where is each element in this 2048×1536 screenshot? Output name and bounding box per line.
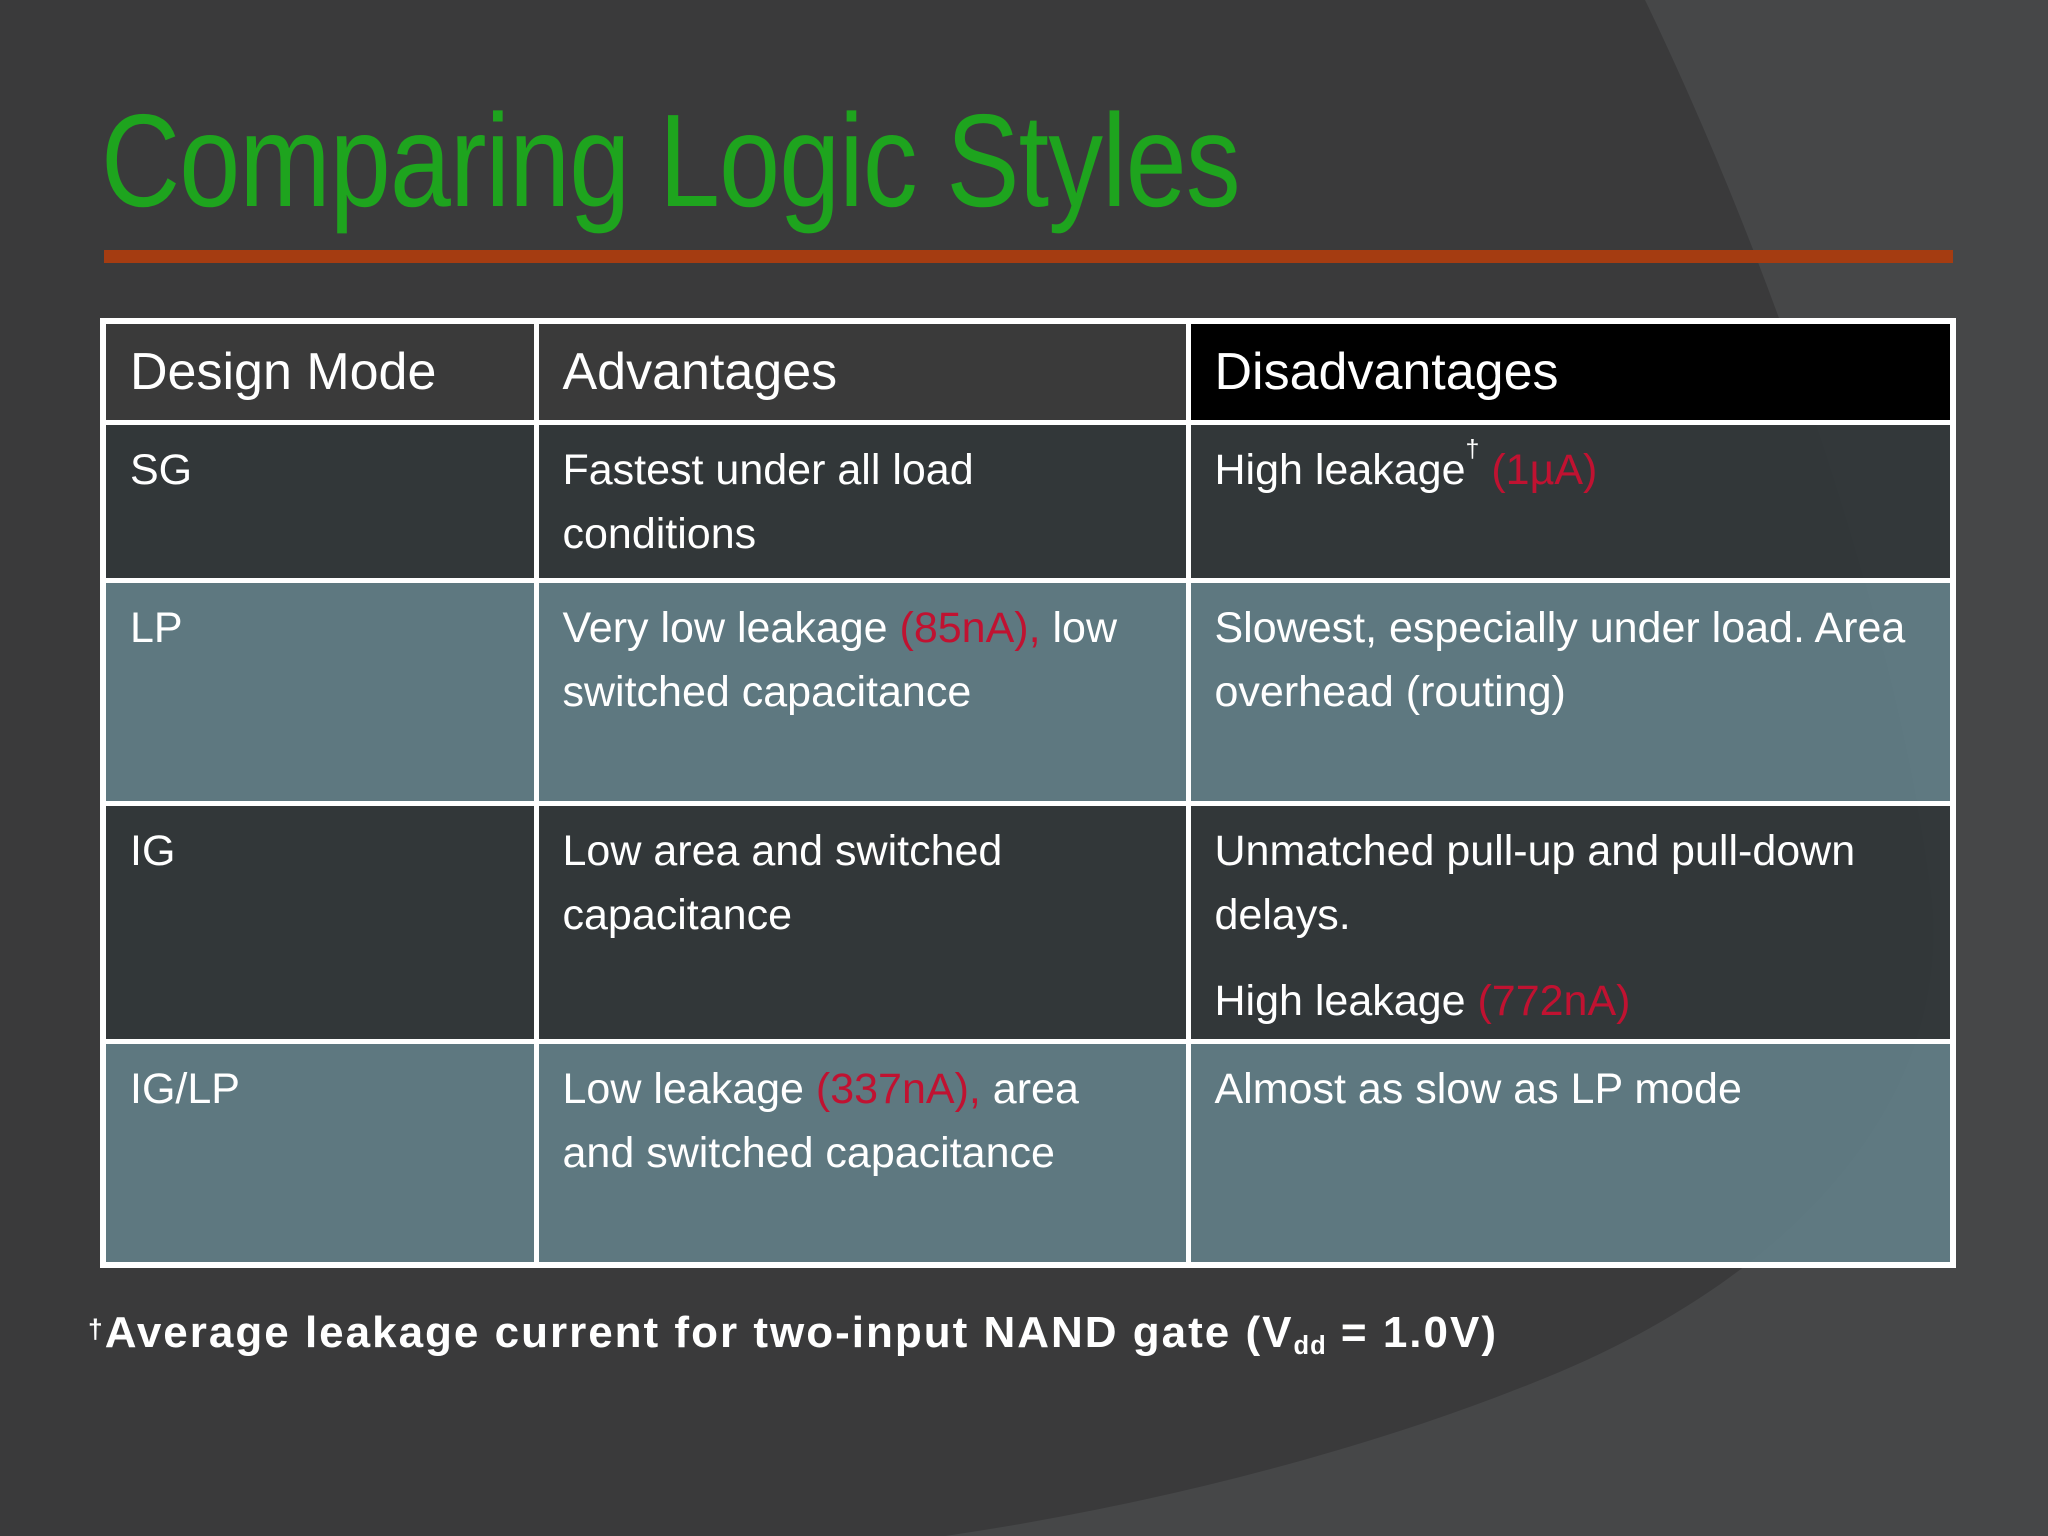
dis-text: High leakage	[1214, 446, 1466, 494]
cell-advantages-sg: Fastest under all load conditions	[533, 420, 1191, 583]
adv-value-red: (85nA),	[899, 603, 1041, 652]
table-header-row: Design Mode Advantages Disadvantages	[100, 318, 1956, 425]
cell-mode-ig: IG	[100, 801, 539, 1044]
cell-advantages-iglp: Low leakage (337nA), area and switched c…	[533, 1038, 1191, 1268]
table-row-ig: IG Low area and switched capacitance Unm…	[100, 801, 1956, 1044]
header-disadvantages: Disadvantages	[1185, 318, 1956, 425]
adv-text: Very low leakage	[562, 603, 900, 652]
cell-mode-iglp: IG/LP	[100, 1038, 539, 1268]
cell-disadvantages-sg: High leakage† (1µA)	[1185, 420, 1956, 583]
dis-text: High leakage	[1214, 977, 1478, 1026]
cell-advantages-lp: Very low leakage (85nA), low switched ca…	[533, 577, 1191, 807]
dis-value-red: (772nA)	[1477, 977, 1631, 1026]
dis-value-red: (1µA)	[1479, 446, 1598, 494]
footnote-dagger: †	[88, 1313, 105, 1344]
dis-text: Unmatched pull-up and pull-down delays.	[1214, 827, 1856, 940]
cell-mode-sg: SG	[100, 420, 539, 583]
dis-text: Almost as slow as LP mode	[1214, 1064, 1742, 1113]
mode-label: SG	[130, 446, 193, 494]
cell-disadvantages-lp: Slowest, especially under load. Area ove…	[1185, 577, 1956, 807]
slide-title: Comparing Logic Styles	[101, 87, 1241, 234]
mode-label: IG/LP	[130, 1064, 240, 1113]
mode-label: IG	[130, 827, 176, 876]
footnote-text: Average leakage current for two-input NA…	[104, 1308, 1294, 1357]
dis-text: Slowest, especially under load. Area ove…	[1214, 603, 1906, 716]
mode-label: LP	[130, 603, 183, 652]
adv-text: low switched capacitance	[562, 603, 1118, 716]
dagger-superscript: †	[1465, 435, 1480, 464]
adv-text: area and switched capacitance	[562, 1064, 1079, 1177]
adv-text: Low leakage	[562, 1064, 816, 1113]
cell-disadvantages-ig: Unmatched pull-up and pull-down delays. …	[1185, 801, 1956, 1044]
footnote-subscript-dd: dd	[1293, 1332, 1327, 1361]
footnote: †Average leakage current for two-input N…	[88, 1308, 1498, 1361]
cell-disadvantages-iglp: Almost as slow as LP mode	[1185, 1038, 1956, 1268]
title-underline-rule	[104, 250, 1953, 263]
cell-advantages-ig: Low area and switched capacitance	[533, 801, 1191, 1044]
adv-text: Low area and switched capacitance	[562, 827, 1003, 940]
table-row-lp: LP Very low leakage (85nA), low switched…	[100, 577, 1956, 807]
header-design-mode: Design Mode	[100, 318, 539, 425]
cell-mode-lp: LP	[100, 577, 539, 807]
table-row-sg: SG Fastest under all load conditions Hig…	[100, 420, 1956, 583]
table-row-iglp: IG/LP Low leakage (337nA), area and swit…	[100, 1038, 1956, 1268]
adv-text: Fastest under all load conditions	[562, 446, 974, 558]
footnote-text: = 1.0V)	[1326, 1308, 1498, 1357]
comparison-table: Design Mode Advantages Disadvantages SG …	[100, 318, 1956, 1268]
adv-value-red: (337nA),	[815, 1064, 981, 1113]
header-advantages: Advantages	[533, 318, 1191, 425]
